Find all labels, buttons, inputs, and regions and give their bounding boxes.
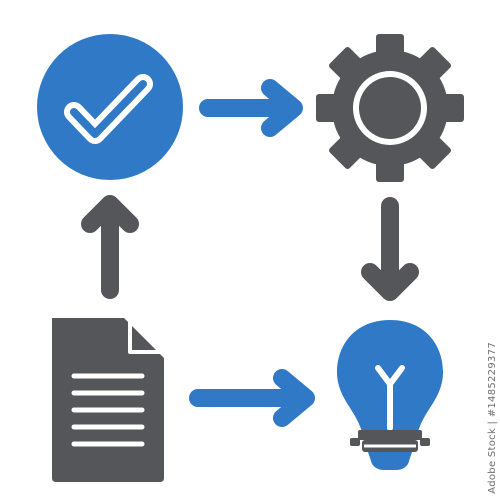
check-circle-icon <box>37 34 183 180</box>
document-icon <box>52 318 164 482</box>
gear-icon <box>316 34 464 182</box>
arrow-down-icon <box>361 197 419 301</box>
stock-id-text: Adobe Stock | #1485229377 <box>486 342 498 494</box>
arrow-right-icon <box>189 369 315 427</box>
arrow-right-icon <box>199 79 303 137</box>
lightbulb-icon <box>337 320 443 470</box>
watermark-stock-id: Adobe Stock | #1485229377 <box>484 0 500 500</box>
arrow-up-icon <box>81 195 139 299</box>
